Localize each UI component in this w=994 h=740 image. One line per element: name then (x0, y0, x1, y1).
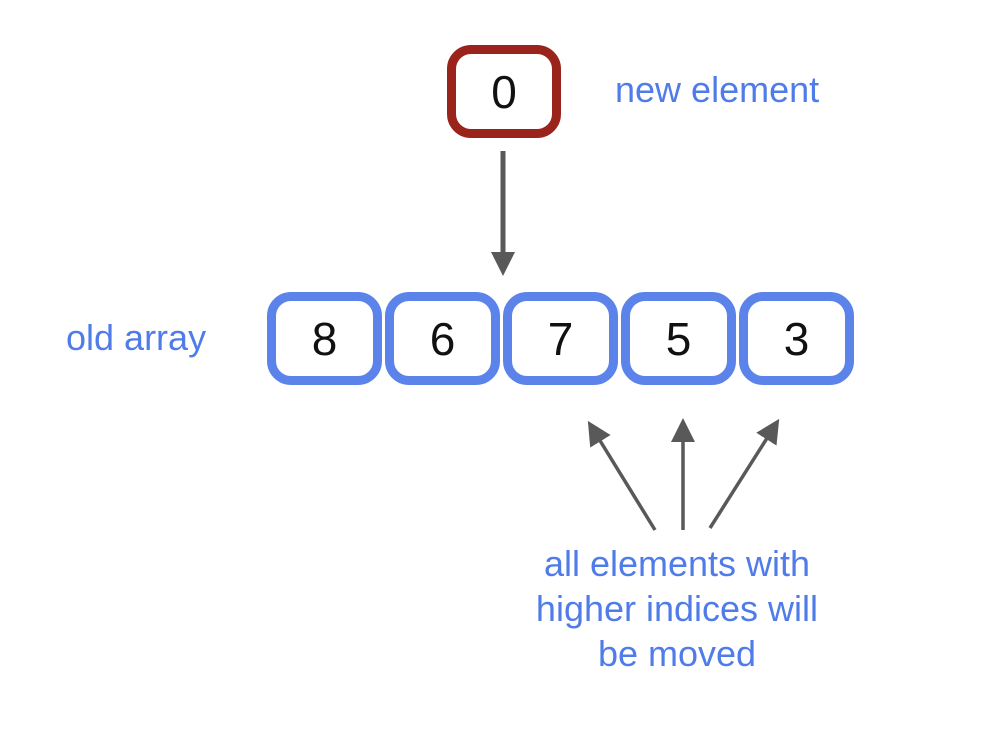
array-cell-value: 5 (665, 312, 692, 365)
array-cell-0: 8 (267, 292, 382, 385)
moved-up-arrow-right-icon (708, 418, 780, 529)
old-array-label: old array (66, 317, 207, 358)
moved-elements-caption: all elements with higher indices will be… (477, 541, 877, 676)
array-cell-2: 7 (503, 292, 618, 385)
array-cell-3: 5 (621, 292, 736, 385)
caption-line-2: higher indices will (535, 588, 819, 629)
caption-line-1: all elements with (543, 543, 811, 584)
array-cell-4: 3 (739, 292, 854, 385)
new-element-box: 0 (447, 45, 561, 138)
array-cell-value: 7 (547, 312, 574, 365)
array-cell-1: 6 (385, 292, 500, 385)
new-element-value: 0 (491, 65, 517, 118)
moved-up-arrow-left-icon (587, 420, 657, 531)
array-cell-value: 8 (311, 312, 338, 365)
caption-line-3: be moved (597, 633, 757, 674)
old-array-row: 8 6 7 5 3 (267, 292, 854, 385)
array-cell-value: 6 (429, 312, 456, 365)
new-element-label: new element (615, 69, 820, 110)
array-cell-value: 3 (783, 312, 810, 365)
